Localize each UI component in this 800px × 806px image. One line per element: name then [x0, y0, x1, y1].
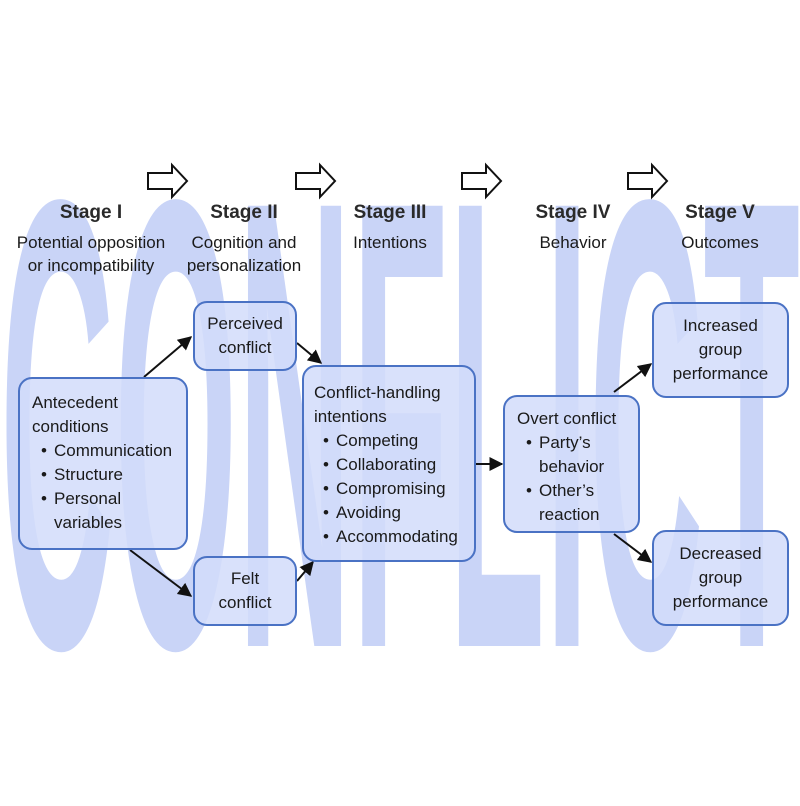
box-text-line: conflict [218, 338, 272, 357]
list-item: Personal variables [32, 487, 154, 535]
stage-title: Stage III [353, 202, 427, 223]
stage-subtitle: Cognition and personalization [178, 231, 310, 277]
box-text-line: performance [672, 364, 769, 383]
stage-title: Stage IV [535, 202, 611, 223]
stage-subtitle-line: Potential opposition [16, 233, 166, 252]
box-text-line: group [698, 340, 743, 359]
box-text-line: Felt [230, 569, 260, 588]
stage-subtitle-line: personalization [186, 256, 302, 275]
stage-arrow-icon [627, 162, 669, 200]
stage-subtitle-line: Behavior [539, 233, 607, 252]
list-item: Structure [32, 463, 176, 487]
box-text-line: performance [672, 592, 769, 611]
stage-subtitle-line: Intentions [353, 233, 427, 252]
box-text-line: Decreased [679, 544, 762, 563]
stage-5-header: Stage V Outcomes [664, 201, 776, 254]
arrow-antecedent-to-perceived [143, 336, 193, 378]
list-item: Avoiding [314, 501, 468, 525]
felt-conflict-box: Felt conflict [193, 556, 297, 626]
overt-conflict-box: Overt conflict Party’s behavior Other’s … [503, 395, 640, 533]
box-heading-line: Antecedent [32, 393, 119, 412]
arrow-antecedent-to-felt [129, 549, 193, 597]
list-item: Compromising [314, 477, 468, 501]
perceived-conflict-box: Perceived conflict [193, 301, 297, 371]
box-text-line: conflict [218, 593, 272, 612]
stage-subtitle: Outcomes [664, 231, 776, 254]
intentions-list: Competing Collaborating Compromising Avo… [314, 429, 468, 549]
box-heading-line: Conflict-handling [314, 383, 441, 402]
arrow-felt-to-intentions [296, 560, 314, 582]
arrow-overt-to-decreased [613, 533, 653, 563]
overt-list: Party’s behavior Other’s reaction [517, 431, 632, 527]
list-item: Collaborating [314, 453, 468, 477]
list-item: Other’s reaction [517, 479, 625, 527]
stage-subtitle: Potential opposition or incompatibility [0, 231, 182, 277]
stage-subtitle-line: or incompatibility [27, 256, 155, 275]
stage-title: Stage V [685, 202, 755, 223]
list-item: Communication [32, 439, 176, 463]
stage-subtitle-line: Cognition and [191, 233, 297, 252]
stage-arrow-icon [295, 162, 337, 200]
stage-title: Stage I [59, 202, 123, 223]
stage-subtitle-line: Outcomes [681, 233, 759, 252]
list-item: Party’s behavior [517, 431, 625, 479]
list-item: Accommodating [314, 525, 468, 549]
stage-4-header: Stage IV Behavior [518, 201, 628, 254]
box-text-line: group [698, 568, 743, 587]
stage-arrow-icon [147, 162, 189, 200]
box-heading-line: Overt conflict [517, 409, 617, 428]
box-heading-line: intentions [314, 407, 387, 426]
box-text-line: Perceived [207, 314, 283, 333]
list-item: Competing [314, 429, 468, 453]
antecedent-list: Communication Structure Personal variabl… [32, 439, 176, 535]
conflict-handling-intentions-box: Conflict-handling intentions Competing C… [302, 365, 476, 562]
box-heading-line: conditions [32, 417, 109, 436]
box-text-line: Increased [683, 316, 758, 335]
stage-1-header: Stage I Potential opposition or incompat… [0, 201, 182, 277]
antecedent-conditions-box: Antecedent conditions Communication Stru… [18, 377, 188, 550]
arrow-perceived-to-intentions [296, 342, 323, 364]
stage-2-header: Stage II Cognition and personalization [178, 201, 310, 277]
stage-arrow-icon [461, 162, 503, 200]
stage-subtitle: Intentions [330, 231, 450, 254]
arrow-overt-to-increased [613, 363, 653, 393]
stage-3-header: Stage III Intentions [330, 201, 450, 254]
increased-performance-box: Increased group performance [652, 302, 789, 398]
stage-title: Stage II [210, 202, 278, 223]
stage-subtitle: Behavior [518, 231, 628, 254]
decreased-performance-box: Decreased group performance [652, 530, 789, 626]
